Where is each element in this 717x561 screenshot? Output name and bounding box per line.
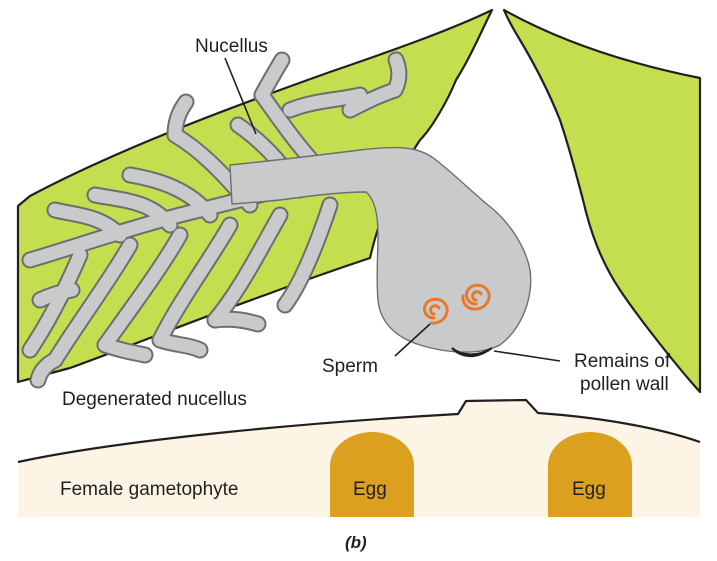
label-pollen-wall-1: Remains of <box>574 351 671 372</box>
figure-caption: (b) <box>345 533 367 552</box>
label-egg-right: Egg <box>572 479 606 500</box>
label-female-gametophyte: Female gametophyte <box>60 479 239 500</box>
egg-right <box>548 432 632 517</box>
label-pollen-wall-2: pollen wall <box>580 374 669 395</box>
label-sperm: Sperm <box>322 356 378 377</box>
egg-left <box>330 432 414 517</box>
nucellus-right <box>504 10 700 392</box>
label-degenerated-nucellus: Degenerated nucellus <box>62 389 247 410</box>
pollen-wall-leader-line <box>494 351 560 361</box>
label-egg-left: Egg <box>353 479 387 500</box>
label-nucellus: Nucellus <box>195 36 268 57</box>
